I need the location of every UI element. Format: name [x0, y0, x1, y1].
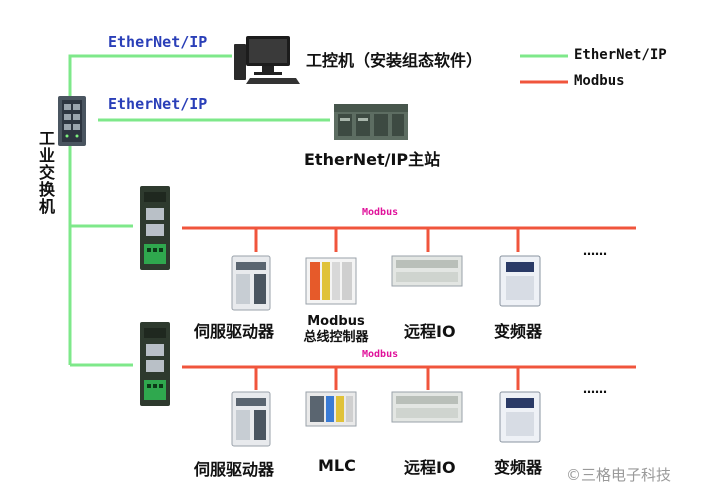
pc-icon: [234, 36, 300, 84]
master-label: EtherNet/IP主站: [304, 150, 441, 169]
ethernet-lines: [68, 54, 568, 367]
remote-io-icon: [391, 255, 463, 287]
switch-label: 工业交换机: [36, 130, 55, 215]
ethernet-line-pc: [68, 54, 232, 112]
bus2-mlc-label: MLC: [318, 456, 356, 475]
mlc-icon: [305, 391, 357, 427]
bus2-remote-io-label: 远程IO: [404, 458, 456, 477]
modbus-bus1-label: Modbus: [362, 207, 399, 218]
switch-icon: [58, 96, 86, 146]
bus1-servo-label: 伺服驱动器: [194, 322, 275, 341]
bus1-controller-line1: Modbus: [307, 314, 365, 329]
bus-controller-icon: [305, 257, 357, 305]
bus2-ellipsis: ……: [583, 382, 607, 396]
pc-label: 工控机（安装组态软件）: [306, 51, 483, 70]
bus1-ellipsis: ……: [583, 244, 607, 258]
bus2-servo-label: 伺服驱动器: [194, 460, 275, 479]
remote-io-icon: [391, 391, 463, 423]
servo-drive-icon: [231, 255, 271, 311]
legend-ethernet-label: EtherNet/IP: [574, 47, 667, 63]
inverter-icon: [499, 391, 541, 443]
gateway-icon: [140, 322, 170, 406]
ethernet-ip-label-1: EtherNet/IP: [108, 33, 208, 51]
bus1-vfd-label: 变频器: [494, 322, 543, 341]
bus1-controller-label: Modbus 总线控制器: [294, 314, 378, 346]
inverter-icon: [499, 255, 541, 307]
modbus-lines: [182, 80, 636, 390]
bus1-controller-line2: 总线控制器: [303, 330, 369, 345]
gateway-icon: [140, 186, 170, 270]
bus1-remote-io-label: 远程IO: [404, 322, 456, 341]
servo-drive-icon: [231, 391, 271, 447]
bus2-vfd-label: 变频器: [494, 458, 543, 477]
modbus-bus2-label: Modbus: [362, 349, 399, 360]
legend-modbus-label: Modbus: [574, 73, 625, 89]
watermark: ©三格电子科技: [566, 466, 672, 484]
ethernet-ip-label-2: EtherNet/IP: [108, 95, 208, 113]
plc-icon: [334, 104, 408, 140]
